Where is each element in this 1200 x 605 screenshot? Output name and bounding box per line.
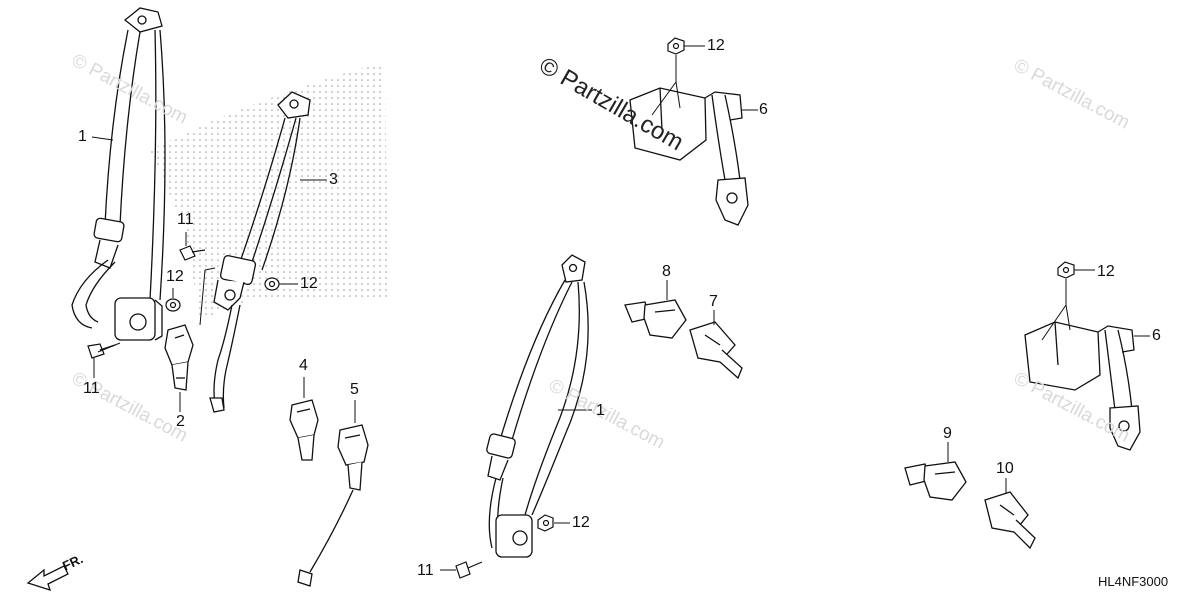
callout-1-center: 1 [596,402,605,419]
seat-belt-assembly-center [486,254,589,558]
callout-1-left: 1 [78,128,87,145]
nut-12-center [537,514,554,532]
buckle-2 [164,324,194,391]
callout-7: 7 [709,293,718,310]
leader-1-left [91,136,114,141]
callout-11-lower: 11 [83,380,100,397]
buckle-4 [289,399,319,461]
callout-2: 2 [176,413,185,430]
callout-12-left: 12 [166,268,184,285]
bolt-11-center [455,561,483,579]
seat-belt-6-top [629,87,749,226]
nut-12-mid [264,277,280,291]
nut-12-top [667,37,685,55]
callout-10: 10 [996,460,1014,477]
callout-11-center: 11 [417,562,434,579]
bracket-line [199,267,216,326]
buckle-8 [624,299,687,339]
buckle-10 [984,491,1036,550]
diagram-code: HL4NF3000 [1098,574,1169,589]
seat-belt-6-right [1024,321,1141,451]
seat-belt-3 [209,91,311,413]
buckle-7 [689,321,743,380]
callout-12-center: 12 [572,514,590,531]
nut-12-left [165,298,181,312]
leader-11-a [97,342,121,353]
callout-8: 8 [662,263,671,280]
front-direction-arrow [26,565,69,592]
callout-12-mid: 12 [300,275,318,292]
buckle-9 [904,461,967,501]
bolt-11-upper [179,245,206,261]
buckle-5 [297,424,369,587]
callout-12-top: 12 [707,37,725,54]
callout-6-right: 6 [1152,327,1161,344]
callout-9: 9 [943,425,952,442]
callout-11-upper: 11 [177,211,194,228]
callout-4: 4 [299,357,308,374]
callout-12-right: 12 [1097,263,1115,280]
callout-6-top: 6 [759,101,768,118]
seat-shading [150,62,388,320]
seat-belt-assembly-left [71,7,166,341]
callout-3: 3 [329,171,338,188]
callout-5: 5 [350,381,359,398]
nut-12-right [1057,261,1075,279]
